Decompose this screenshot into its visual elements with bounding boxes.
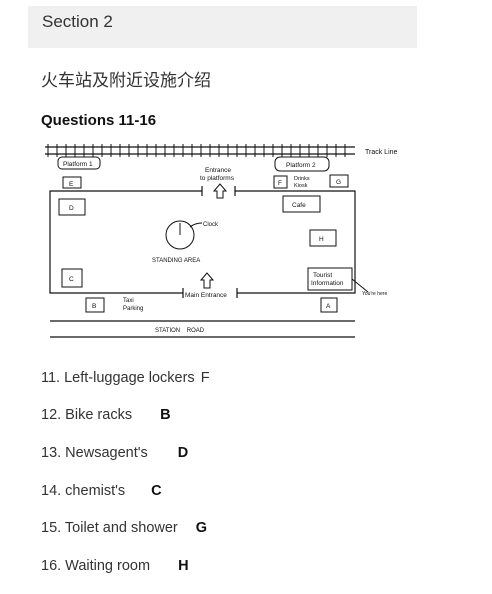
letter-c: C	[69, 276, 74, 283]
arrow-up-icon	[199, 272, 215, 289]
platform-2	[274, 156, 330, 172]
question-12: 12. Bike racks B	[41, 407, 171, 423]
platform-1	[57, 156, 101, 170]
answer: G	[195, 520, 208, 536]
box-e	[62, 176, 82, 189]
clock-icon	[165, 220, 195, 250]
answer: F	[200, 370, 210, 386]
section-title: Section 2	[42, 12, 113, 31]
station-building	[49, 186, 356, 298]
answer: D	[177, 445, 189, 461]
question-label: 15. Toilet and shower	[41, 520, 178, 536]
clock-label: Clock	[203, 222, 219, 228]
taxi-label-2: Parking	[123, 306, 143, 312]
question-label: 12. Bike racks	[41, 407, 133, 423]
question-16: 16. Waiting room H	[41, 558, 189, 574]
cafe-label: Cafe	[292, 202, 306, 209]
question-11: 11. Left-luggage lockers F	[41, 370, 210, 386]
box-h	[309, 229, 337, 247]
letter-f: F	[278, 180, 282, 187]
entrance-label-2: to platforms	[200, 175, 235, 182]
tourist-label-1: Tourist	[313, 272, 332, 279]
box-a	[320, 297, 338, 313]
box-d	[58, 198, 86, 216]
entrance-label-1: Entrance	[205, 167, 231, 174]
arrow-up-icon	[212, 183, 228, 199]
box-g	[329, 174, 349, 188]
drinks-label-1: Drinks	[294, 176, 310, 182]
pointer-line	[351, 278, 369, 293]
page-subtitle: 火车站及附近设施介绍	[41, 71, 211, 91]
letter-a: A	[326, 303, 331, 310]
youre-here-label: You're here	[362, 291, 387, 297]
question-label: 11. Left-luggage lockers	[41, 370, 195, 386]
drinks-label-2: Kiosk	[294, 183, 308, 189]
box-c	[61, 268, 83, 288]
question-14: 14. chemist's C	[41, 483, 162, 499]
station-road-label: STATION ROAD	[155, 328, 205, 334]
main-entrance-label: Main Entrance	[185, 292, 227, 299]
question-13: 13. Newsagent's D	[41, 445, 188, 461]
answer: B	[160, 407, 171, 423]
letter-h: H	[319, 236, 324, 243]
letter-b: B	[92, 303, 96, 310]
platform-2-label: Platform 2	[286, 162, 316, 169]
answer: H	[178, 558, 189, 574]
box-f	[273, 175, 288, 189]
section-header: Section 2	[28, 6, 417, 48]
letter-d: D	[69, 205, 74, 212]
platform-1-label: Platform 1	[63, 161, 93, 168]
question-15: 15. Toilet and shower G	[41, 520, 207, 536]
question-label: 13. Newsagent's	[41, 445, 148, 461]
question-label: 16. Waiting room	[41, 558, 151, 574]
box-cafe	[282, 195, 321, 213]
track-line	[45, 144, 355, 157]
standing-area-label: STANDING AREA	[152, 258, 200, 264]
tourist-label-2: Information	[311, 280, 344, 287]
box-b	[85, 297, 105, 313]
station-map: Track Line Platform 1 Platform 2 Entranc…	[45, 144, 398, 338]
taxi-label-1: Taxi	[123, 298, 134, 304]
questions-heading: Questions 11-16	[41, 112, 157, 129]
letter-e: E	[69, 181, 74, 188]
letter-g: G	[336, 179, 341, 186]
answer: C	[151, 483, 162, 499]
question-label: 14. chemist's	[41, 483, 126, 499]
track-line-label: Track Line	[365, 149, 398, 156]
